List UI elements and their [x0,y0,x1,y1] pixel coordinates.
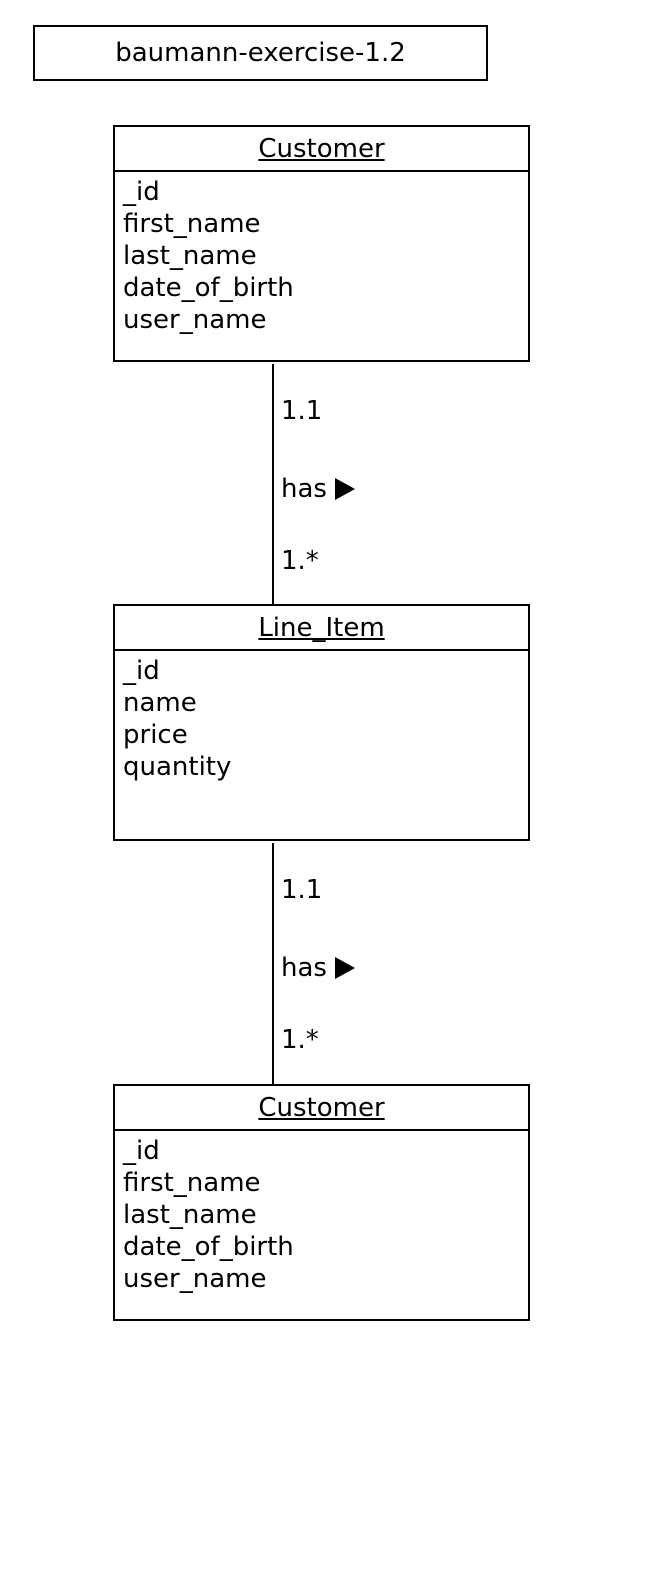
attribute: date_of_birth [123,273,294,303]
diagram-title-text: baumann-exercise-1.2 [115,38,406,68]
attribute: _id [123,656,160,686]
class-box-customer-bottom[interactable]: Customer _id first_name last_name date_o… [113,1084,530,1321]
attribute: last_name [123,1200,257,1230]
attribute: date_of_birth [123,1232,294,1262]
attribute: last_name [123,241,257,271]
attribute-list: _id name price quantity [115,651,528,783]
diagram-title: baumann-exercise-1.2 [33,25,488,81]
association-line[interactable] [272,843,274,1084]
attribute: first_name [123,209,261,239]
source-multiplicity: 1.1 [281,396,323,426]
attribute: price [123,720,188,750]
attribute: user_name [123,305,267,335]
attribute-list: _id first_name last_name date_of_birth u… [115,172,528,336]
attribute-list: _id first_name last_name date_of_birth u… [115,1131,528,1295]
target-multiplicity: 1.* [281,546,319,576]
direction-arrow-icon [334,478,355,500]
class-name: Line_Item [115,606,528,651]
association-label: has [281,953,355,983]
class-name: Customer [115,1086,528,1131]
association-name: has [281,953,327,983]
association-name: has [281,474,327,504]
source-multiplicity: 1.1 [281,875,323,905]
target-multiplicity: 1.* [281,1025,319,1055]
attribute: first_name [123,1168,261,1198]
class-box-line-item[interactable]: Line_Item _id name price quantity [113,604,530,841]
association-label: has [281,474,355,504]
direction-arrow-icon [334,957,355,979]
class-name: Customer [115,127,528,172]
attribute: user_name [123,1264,267,1294]
association-line[interactable] [272,364,274,604]
attribute: _id [123,177,160,207]
class-box-customer-top[interactable]: Customer _id first_name last_name date_o… [113,125,530,362]
attribute: quantity [123,752,232,782]
attribute: _id [123,1136,160,1166]
attribute: name [123,688,197,718]
